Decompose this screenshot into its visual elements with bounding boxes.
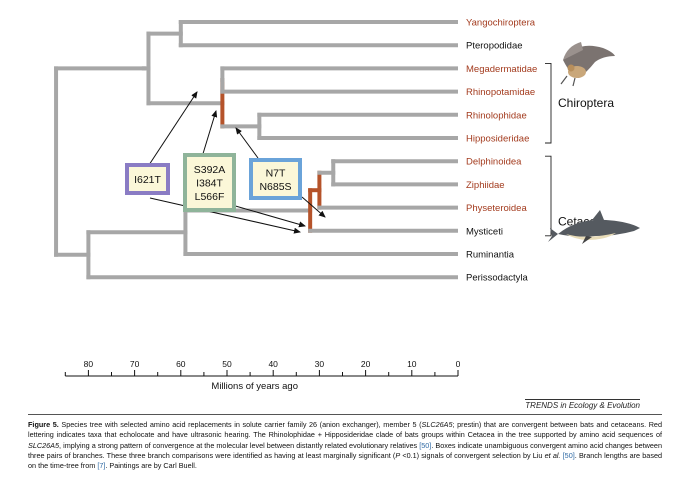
substitution-label: L566F — [195, 191, 225, 203]
taxon-label: Mysticeti — [466, 226, 503, 237]
axis-tick-label: 20 — [361, 359, 371, 369]
substitution-box-frame — [125, 163, 170, 195]
substitution-box-frame — [183, 153, 236, 212]
figure-caption: Figure 5. Species tree with selected ami… — [28, 420, 662, 471]
taxon-label: Ruminantia — [466, 250, 515, 261]
taxon-label: Physeteroidea — [466, 203, 527, 214]
caption-text: SLC26A5 — [421, 420, 453, 429]
caption-reference[interactable]: [50] — [419, 440, 432, 450]
tree-branches — [54, 20, 458, 280]
axis-title: Millions of years ago — [211, 381, 298, 392]
taxon-label: Ziphiidae — [466, 180, 505, 191]
substitution-label: N685S — [259, 181, 291, 193]
caption-text: . Branch lengths are based on the time-t… — [28, 450, 663, 471]
caption-label: Figure 5. — [28, 420, 59, 429]
group-label: Chiroptera — [558, 96, 614, 110]
axis-tick-label: 10 — [407, 359, 417, 369]
group-bracket — [545, 62, 552, 144]
caption-text: ; prestin) that are convergent between b… — [28, 420, 662, 440]
convergence-arrow — [301, 196, 326, 218]
caption-divider — [28, 414, 662, 415]
caption-text: <0.1) signals of convergent selection by… — [400, 450, 545, 460]
taxon-label: Perissodactyla — [466, 273, 528, 284]
caption-reference[interactable]: [7] — [97, 461, 106, 471]
convergence-arrow — [201, 110, 218, 158]
caption-text: Species tree with selected amino acid re… — [58, 420, 422, 429]
substitution-box-i621t: I621T — [125, 163, 170, 195]
caption-text: , implying a strong pattern of convergen… — [59, 440, 420, 450]
caption-text: et al. — [544, 450, 561, 460]
axis-tick-label: 60 — [176, 359, 186, 369]
substitution-box-n7t: N7T N685S — [249, 158, 302, 200]
substitution-label: I384T — [196, 178, 223, 190]
caption-text: . Paintings are by Carl Buell. — [105, 461, 197, 471]
species-tree-diagram: YangochiropteraPteropodidaeMegadermatida… — [54, 18, 640, 392]
taxon-label: Pteropodidae — [466, 41, 523, 52]
axis-tick-label: 70 — [130, 359, 140, 369]
substitution-label: I621T — [134, 174, 161, 186]
source-credit: TRENDS in Ecology & Evolution — [525, 399, 640, 410]
caption-text: . Boxes indicate unambiguous convergent … — [28, 440, 662, 460]
dolphin-illustration — [548, 210, 640, 244]
taxon-label: Rhinolophidae — [466, 110, 527, 121]
taxon-label: Yangochiroptera — [466, 18, 536, 29]
taxon-labels: YangochiropteraPteropodidaeMegadermatida… — [466, 18, 537, 284]
caption-text: SLC26A5 — [28, 440, 60, 450]
taxon-label: Hipposideridae — [466, 134, 529, 145]
convergence-arrow — [149, 197, 301, 234]
convergence-arrow — [231, 204, 306, 228]
substitution-label: N7T — [266, 167, 286, 179]
group-bracket — [545, 155, 552, 237]
axis-tick-label: 40 — [268, 359, 278, 369]
convergence-arrows — [146, 91, 326, 234]
caption-reference[interactable]: [50] — [562, 450, 575, 460]
bat-illustration — [560, 42, 615, 87]
taxon-label: Delphinoidea — [466, 157, 522, 168]
caption-text: P — [395, 450, 401, 460]
axis-tick-label: 0 — [456, 359, 461, 369]
axis-tick-label: 80 — [84, 359, 94, 369]
axis-tick-label: 50 — [222, 359, 232, 369]
taxon-label: Megadermatidae — [466, 64, 537, 75]
taxon-label: Rhinopotamidae — [466, 87, 535, 98]
convergence-arrow — [146, 91, 198, 169]
caption-body: Species tree with selected amino acid re… — [28, 420, 662, 470]
substitution-label: S392A — [194, 164, 226, 176]
substitution-box-frame — [249, 158, 302, 200]
convergence-arrow — [235, 127, 259, 159]
axis-tick-label: 30 — [315, 359, 325, 369]
